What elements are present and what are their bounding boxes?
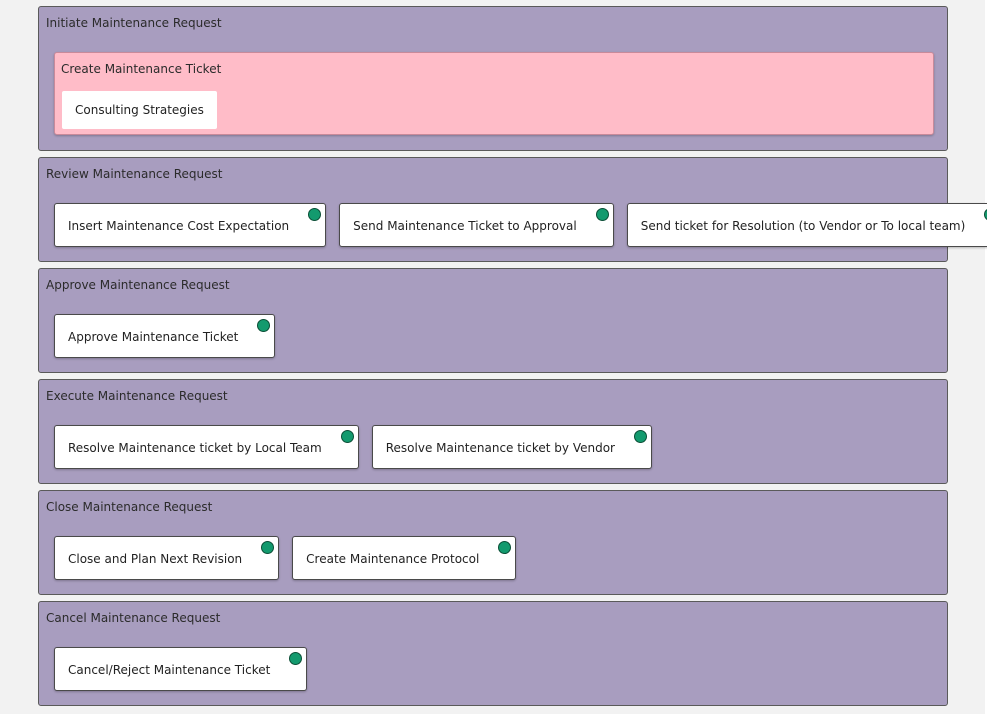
status-dot-icon [289,652,303,665]
stage-execute: Execute Maintenance Request Resolve Main… [38,379,948,484]
stage-close: Close Maintenance Request Close and Plan… [38,490,948,595]
status-dot-icon [595,208,609,221]
stages-board: Initiate Maintenance Request Create Main… [38,6,987,712]
task-list: Cancel/Reject Maintenance Ticket [54,647,308,691]
task-send-ticket-to-approval[interactable]: Send Maintenance Ticket to Approval [339,203,614,247]
task-list: Resolve Maintenance ticket by Local Team… [54,425,652,469]
task-list: Approve Maintenance Ticket [54,314,276,358]
task-send-ticket-for-resolution[interactable]: Send ticket for Resolution (to Vendor or… [626,203,987,247]
status-dot-icon [257,319,271,332]
status-dot-icon [261,541,275,554]
page-edge [985,0,987,714]
stage-cancel: Cancel Maintenance Request Cancel/Reject… [38,601,948,706]
task-cancel-reject-ticket[interactable]: Cancel/Reject Maintenance Ticket [54,647,308,691]
task-label: Resolve Maintenance ticket by Local Team [68,441,322,455]
stage-title: Execute Maintenance Request [46,389,228,403]
task-label: Cancel/Reject Maintenance Ticket [68,663,271,677]
task-label: Send ticket for Resolution (to Vendor or… [640,219,966,233]
task-list: Close and Plan Next Revision Create Main… [54,536,517,580]
task-label: Resolve Maintenance ticket by Vendor [385,441,615,455]
task-resolve-by-vendor[interactable]: Resolve Maintenance ticket by Vendor [371,425,652,469]
task-label: Approve Maintenance Ticket [68,330,239,344]
ticket-card-create-maintenance-ticket[interactable]: Create Maintenance Ticket Consulting Str… [54,52,934,135]
task-list: Insert Maintenance Cost Expectation Send… [54,203,987,247]
task-create-maintenance-protocol[interactable]: Create Maintenance Protocol [292,536,517,580]
stage-title: Cancel Maintenance Request [46,611,221,625]
stage-title: Approve Maintenance Request [46,278,230,292]
task-approve-ticket[interactable]: Approve Maintenance Ticket [54,314,276,358]
stage-approve: Approve Maintenance Request Approve Main… [38,268,948,373]
status-dot-icon [498,541,512,554]
task-label: Insert Maintenance Cost Expectation [68,219,290,233]
task-resolve-by-local-team[interactable]: Resolve Maintenance ticket by Local Team [54,425,359,469]
status-dot-icon [634,430,647,443]
ticket-title: Create Maintenance Ticket [61,62,222,76]
task-label: Create Maintenance Protocol [306,552,480,566]
stage-title: Review Maintenance Request [46,167,223,181]
task-label: Close and Plan Next Revision [68,552,243,566]
task-insert-cost-expectation[interactable]: Insert Maintenance Cost Expectation [54,203,327,247]
stage-review: Review Maintenance Request Insert Mainte… [38,157,987,262]
task-label: Send Maintenance Ticket to Approval [353,219,577,233]
stage-title: Close Maintenance Request [46,500,213,514]
stage-initiate: Initiate Maintenance Request Create Main… [38,6,948,151]
status-dot-icon [308,208,322,221]
stage-title: Initiate Maintenance Request [46,16,222,30]
consulting-strategies-chip[interactable]: Consulting Strategies [62,91,217,129]
status-dot-icon [340,430,354,443]
task-close-and-plan-next-revision[interactable]: Close and Plan Next Revision [54,536,280,580]
